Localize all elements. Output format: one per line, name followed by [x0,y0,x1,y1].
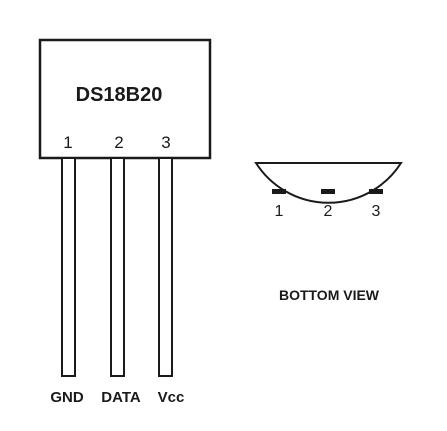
bottom-pin-3-number: 3 [372,203,381,220]
bottom-view-outline [254,162,403,204]
pin-1-number: 1 [63,133,72,152]
package-body [38,38,212,160]
bottom-view-caption: BOTTOM VIEW [279,287,380,303]
bottom-pin-1-number: 1 [275,203,284,220]
pin-1-leg [61,157,76,377]
part-name-label: DS18B20 [76,84,163,106]
pin-3-number: 3 [161,133,170,152]
bottom-pin-2-number: 2 [324,203,333,220]
pin-2-leg [110,157,125,377]
pin-1-name: GND [50,389,84,406]
bottom-pin-3-pad [369,189,383,194]
pin-2-number: 2 [114,133,123,152]
pin-2-name: DATA [101,389,141,406]
pin-3-name: Vcc [158,389,185,406]
bottom-pin-2-pad [321,189,335,194]
pin-3-leg [158,157,173,377]
bottom-pin-1-pad [272,189,286,194]
